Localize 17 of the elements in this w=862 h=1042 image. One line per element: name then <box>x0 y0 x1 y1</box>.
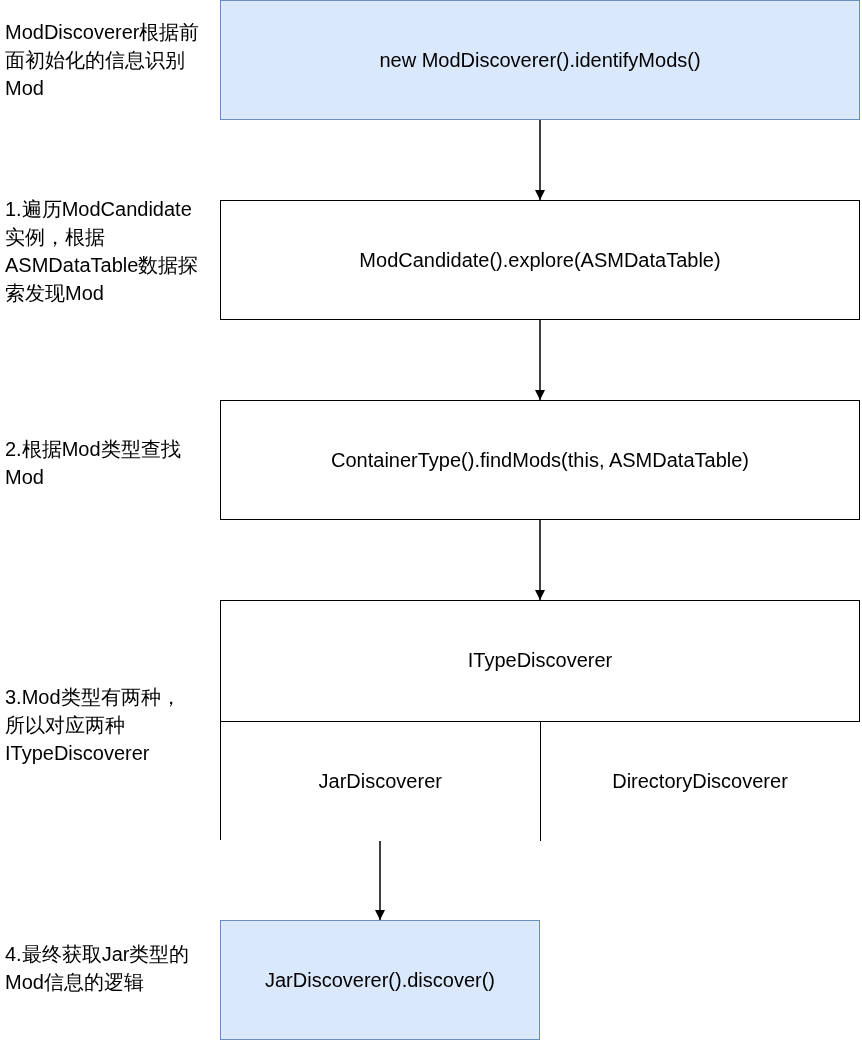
annotation-text: 2.根据Mod类型查找Mod <box>5 437 182 490</box>
annotation-text: 4.最终获取Jar类型的Mod信息的逻辑 <box>5 942 191 995</box>
annotation-text: 1.遍历ModCandidate实例，根据ASMDataTable数据探索发现Mod <box>5 197 200 306</box>
arrow <box>535 119 545 201</box>
arrow <box>375 839 385 921</box>
process-box: new ModDiscoverer().identifyMods() <box>220 0 860 120</box>
box-heading: ITypeDiscoverer <box>466 649 614 672</box>
process-box: DirectoryDiscoverer <box>539 721 860 841</box>
arrow <box>535 519 545 601</box>
process-box <box>220 600 860 840</box>
process-box: JarDiscoverer <box>221 721 540 841</box>
process-box: ModCandidate().explore(ASMDataTable) <box>220 200 860 320</box>
arrow <box>535 319 545 401</box>
annotation-text: 3.Mod类型有两种，所以对应两种ITypeDiscoverer <box>5 685 182 766</box>
process-box: JarDiscoverer().discover() <box>220 920 540 1040</box>
annotation-text: ModDiscoverer根据前面初始化的信息识别Mod <box>5 20 200 101</box>
process-box: ContainerType().findMods(this, ASMDataTable) <box>220 400 860 520</box>
